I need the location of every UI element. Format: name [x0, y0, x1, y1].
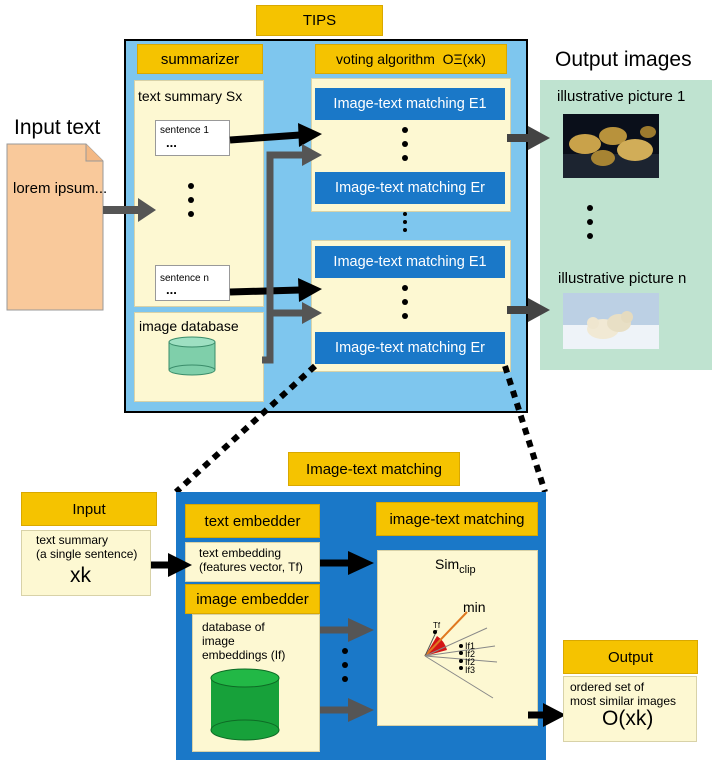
image-text-matching-label: image-text matching — [376, 502, 538, 536]
input-text-title: Input text — [14, 116, 101, 139]
if3-label: If3 — [465, 665, 475, 675]
sentence-1-to-e1-arrow — [229, 123, 322, 147]
text-embedder-label: text embedder — [185, 504, 320, 538]
sim-clip-label: Simclip — [435, 556, 476, 576]
matcher-e1-top: Image-text matching E1 — [315, 88, 505, 120]
text-embedding-text: text embedding (features vector, Tf) — [199, 546, 303, 574]
detail-output-text: ordered set of most similar images — [570, 680, 677, 708]
tips-title: TIPS — [256, 5, 383, 36]
picture-1-image — [563, 114, 659, 178]
voting-algorithm-label: voting algorithm OΞ(xk) — [315, 44, 507, 74]
sentence-n-to-e1-arrow — [229, 278, 322, 302]
input-document-text: lorem ipsum... — [13, 180, 108, 197]
detail-input-text: text summary (a single sentence) — [36, 533, 138, 561]
voter-2-dots — [400, 285, 410, 327]
tf-label: Tf — [433, 621, 441, 630]
detail-output-box — [563, 676, 697, 742]
if2a-label: If2 — [465, 649, 475, 659]
matcher-er-bottom: Image-text matching Er — [315, 332, 505, 364]
image-embedder-label: image embedder — [185, 584, 320, 614]
matcher-e1-bottom: Image-text matching E1 — [315, 246, 505, 278]
embeddings-arrows-dots — [340, 648, 350, 690]
input-document-icon — [6, 143, 104, 311]
detail-title: Image-text matching — [288, 452, 460, 486]
voter-1-to-output-arrow — [507, 126, 550, 150]
sentence-1-ellipsis: ... — [166, 135, 177, 150]
embeddings-cylinder-icon — [210, 668, 280, 741]
database-to-voters-arrows — [262, 144, 322, 364]
detail-input-box — [21, 530, 151, 596]
summarizer-label: summarizer — [137, 44, 263, 74]
detail-input-var: xk — [70, 564, 91, 587]
image-database-cylinder-icon — [168, 336, 216, 376]
min-label: min — [463, 599, 486, 615]
embeddings-to-matching-arrow-2 — [320, 698, 374, 722]
matcher-er-top: Image-text matching Er — [315, 172, 505, 204]
summary-vertical-dots — [186, 183, 196, 225]
top-arrows — [103, 123, 550, 364]
text-summary-label: text summary Sx — [138, 88, 243, 104]
output-dots — [585, 205, 595, 247]
voter-1-dots — [400, 127, 410, 169]
similarity-box — [377, 550, 538, 726]
detail-output-label: Output — [563, 640, 698, 674]
matching-to-output-arrow — [528, 703, 566, 727]
sentence-n-doc — [155, 265, 230, 301]
voters-between-dots — [400, 212, 410, 236]
if2b-label: If2 — [465, 657, 475, 667]
picture-1-label: illustrative picture 1 — [557, 88, 686, 105]
image-database-label: image database — [139, 318, 239, 334]
sentence-1-doc — [155, 120, 230, 156]
if1-label: If1 — [465, 641, 475, 651]
picture-n-image — [563, 293, 659, 349]
sentence-1-label: sentence 1 — [160, 125, 209, 136]
embeddings-to-matching-arrow-1 — [320, 618, 374, 642]
output-images-title: Output images — [555, 48, 692, 71]
detail-input-label: Input — [21, 492, 157, 526]
sentence-n-label: sentence n — [160, 273, 209, 284]
sim-subscript: clip — [459, 563, 476, 576]
sentence-n-ellipsis: ... — [166, 282, 177, 297]
picture-n-label: illustrative picture n — [558, 270, 687, 287]
image-embeddings-text: database of image embeddings (If) — [202, 620, 286, 662]
input-to-embedding-arrow — [150, 553, 192, 577]
voter-2-to-output-arrow — [507, 298, 550, 322]
embedding-to-matching-arrow — [320, 551, 374, 575]
input-to-summary-arrow — [103, 198, 156, 222]
detail-output-var: O(xk) — [602, 707, 654, 730]
similarity-vectors-diagram: min Tf If1 If2 If2 If3 — [424, 599, 498, 699]
sim-text: Sim — [435, 556, 460, 572]
